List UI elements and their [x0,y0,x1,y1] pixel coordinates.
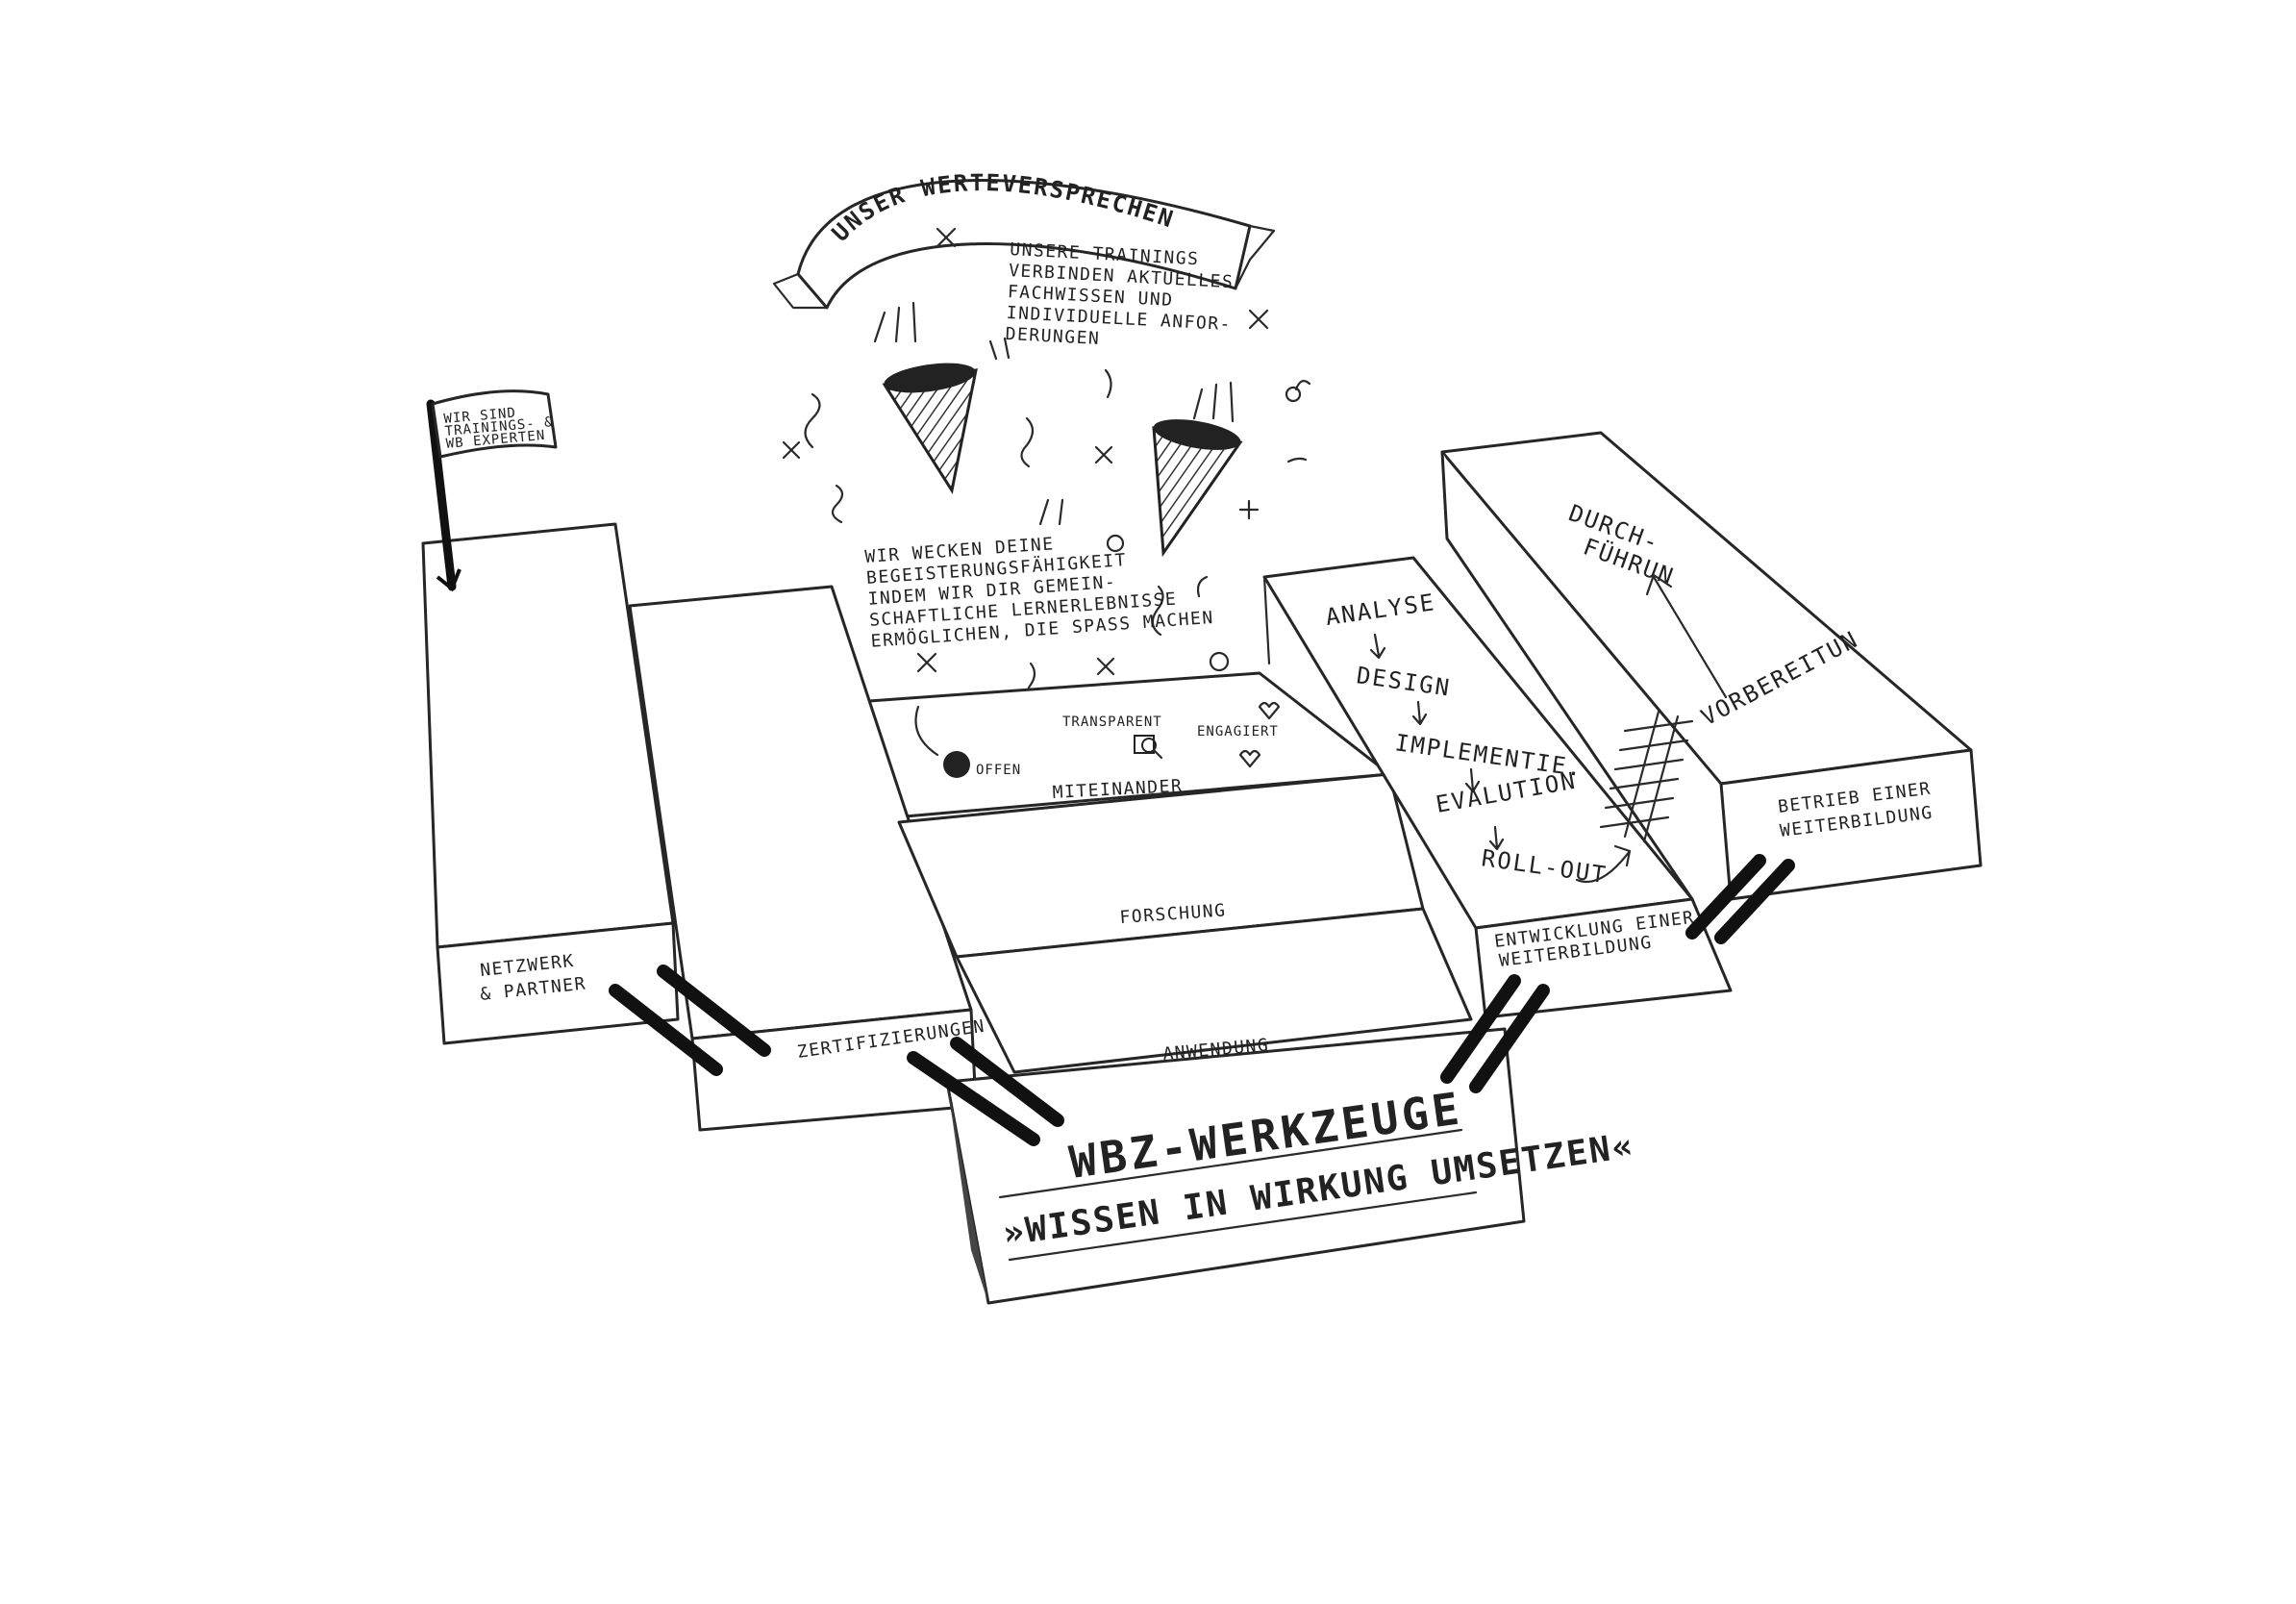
flag-line-1: WIR SIND [443,405,517,427]
box-front [945,1027,1526,1305]
compartment-betrieb [1440,431,1983,901]
value-offen: OFFEN [914,705,1021,778]
value-offen-label: OFFEN [976,763,1021,778]
flag-text: WIR SIND TRAININGS- & WB EXPERTEN [443,405,554,451]
compartment-anwendung [955,907,1473,1074]
value-transparent-label: TRANSPARENT [1062,714,1162,730]
flag-icon [426,389,558,592]
value-transparent: TRANSPARENT [1062,714,1163,760]
promise-top-line-5: DERUNGEN [1005,324,1101,349]
ladder-hatching [1599,710,1694,843]
value-engagiert-label: ENGAGIERT [1197,724,1279,739]
hinges [609,854,1795,1146]
arrow-up-icon [1645,573,1728,699]
value-engagiert: ENGAGIERT [1197,701,1281,768]
party-horn-left-icon [882,363,978,494]
compartment-netzwerk [421,522,680,1045]
compartment-zertifizierungen [628,585,978,1132]
confetti-icon [782,227,1311,704]
party-horn-right-icon [1152,419,1243,558]
